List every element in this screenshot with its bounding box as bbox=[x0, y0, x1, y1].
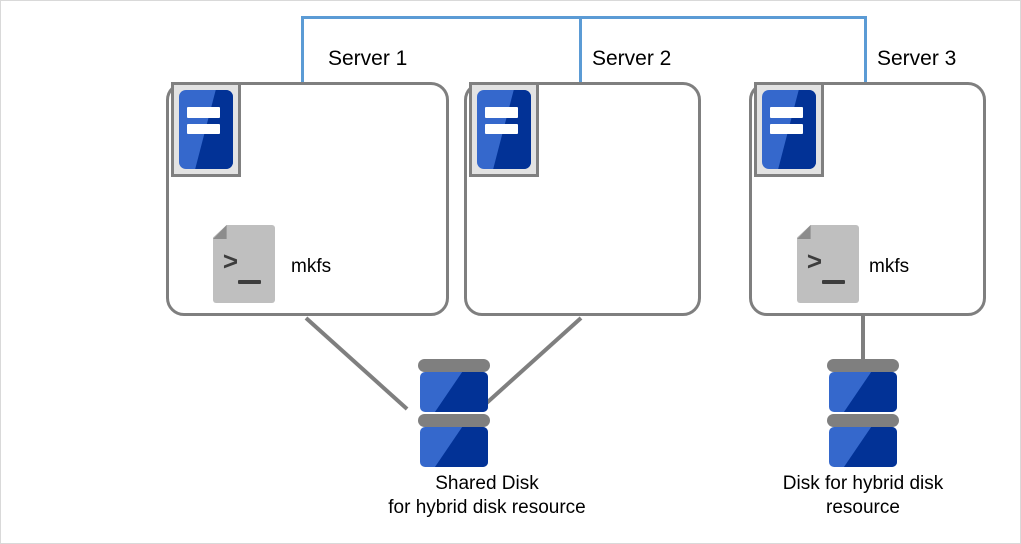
bracket-left-leg bbox=[301, 16, 304, 82]
shared-disk-caption: Shared Disk for hybrid disk resource bbox=[388, 473, 586, 518]
server-icon-bar-1 bbox=[186, 107, 221, 118]
bracket-middle-leg bbox=[579, 16, 582, 82]
mkfs-label-1: mkfs bbox=[291, 256, 332, 277]
server-icon-3 bbox=[754, 82, 824, 177]
server3-disk-icon bbox=[827, 359, 899, 469]
server-label-2: Server 2 bbox=[592, 47, 672, 70]
server3-disk-caption: Disk for hybrid disk resource bbox=[782, 473, 944, 518]
disk-cap-middle bbox=[418, 414, 490, 427]
disk-block-bottom bbox=[829, 427, 897, 467]
mkfs-doc-icon-3: > bbox=[797, 225, 859, 303]
disk-cap-middle bbox=[827, 414, 899, 427]
server-icon-2 bbox=[469, 82, 539, 177]
connector-server1-to-shared-disk bbox=[304, 316, 409, 411]
server-label-3: Server 3 bbox=[877, 47, 957, 70]
mkfs-doc-icon-1: > bbox=[213, 225, 275, 303]
disk-block-top bbox=[829, 372, 897, 412]
bracket-right-leg bbox=[864, 16, 867, 82]
mkfs-label-3: mkfs bbox=[869, 256, 910, 277]
server-icon-body bbox=[762, 90, 816, 169]
server-icon-body bbox=[179, 90, 233, 169]
shared-disk-icon bbox=[418, 359, 490, 469]
terminal-prompt-icon: > bbox=[806, 246, 823, 277]
disk-cap-top bbox=[827, 359, 899, 372]
disk-shade bbox=[434, 372, 488, 412]
server-icon-bar-1 bbox=[769, 107, 804, 118]
server-icon-body bbox=[477, 90, 531, 169]
disk-shade bbox=[434, 427, 488, 467]
connector-server3-to-disk bbox=[861, 316, 865, 368]
server-icon-bar-2 bbox=[769, 123, 804, 135]
terminal-cursor-icon bbox=[821, 280, 846, 285]
connector-server2-to-shared-disk bbox=[478, 316, 583, 411]
server-icon-1 bbox=[171, 82, 241, 177]
server-icon-bar-2 bbox=[484, 123, 519, 135]
bracket-top-line bbox=[301, 16, 867, 19]
disk-shade bbox=[843, 427, 897, 467]
server-icon-bar-1 bbox=[484, 107, 519, 118]
terminal-prompt-icon: > bbox=[222, 246, 239, 277]
server-icon-bar-2 bbox=[186, 123, 221, 135]
disk-block-top bbox=[420, 372, 488, 412]
disk-cap-top bbox=[418, 359, 490, 372]
server-label-1: Server 1 bbox=[328, 47, 408, 70]
disk-shade bbox=[843, 372, 897, 412]
terminal-cursor-icon bbox=[237, 280, 262, 285]
disk-block-bottom bbox=[420, 427, 488, 467]
